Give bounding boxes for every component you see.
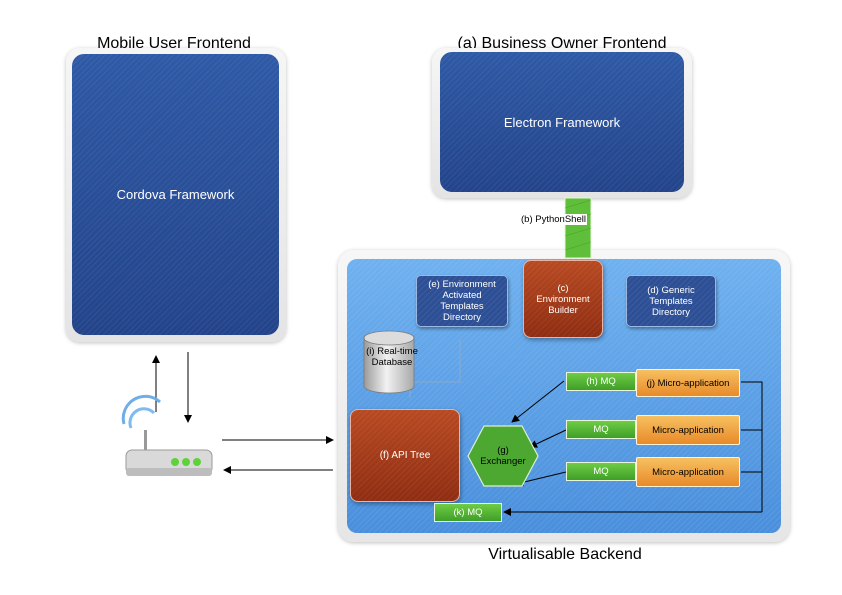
pythonshell-connector [564,197,592,259]
cordova-label: Cordova Framework [116,187,235,202]
mobile-frontend-heading: Mobile User Frontend [97,35,251,52]
exchanger-label: (g) Exchanger [480,445,526,467]
return-bus [741,381,763,512]
environment-builder-label: (c) Environment Builder [536,282,590,316]
mq-2: MQ [566,420,636,439]
mq-3: MQ [566,462,636,481]
arrow-mq1-exchanger [511,380,565,423]
api-tree: (f) API Tree [350,409,460,502]
exchanger-hexagon [467,425,539,487]
mq-h: (h) MQ [566,372,636,391]
electron-panel: Electron Framework [440,52,684,192]
electron-label: Electron Framework [503,114,621,130]
database-label: (i) Real-time Database [366,346,418,368]
database-cylinder [363,330,415,394]
wifi-router-icon [121,394,213,476]
backend-heading: Virtualisable Backend [488,546,642,563]
api-tree-label: (f) API Tree [379,450,431,461]
pythonshell-label: (b) PythonShell [520,214,587,225]
owner-frontend-heading: (a) Business Owner Frontend [457,35,667,52]
micro-application-2: Micro-application [636,415,740,445]
micro-application-j: (j) Micro-application [636,369,740,397]
mq-k: (k) MQ [434,503,502,522]
generic-templates-directory: (d) Generic Templates Directory [626,275,716,327]
env-templates-label: (e) Environment Activated Templates Dire… [428,279,496,323]
environment-builder: (c) Environment Builder [523,260,603,338]
arrow-mq2-exchanger [529,429,567,448]
env-templates-directory: (e) Environment Activated Templates Dire… [416,275,508,327]
cordova-panel: Cordova Framework [72,54,279,335]
generic-templates-label: (d) Generic Templates Directory [647,284,695,318]
micro-application-3: Micro-application [636,457,740,487]
